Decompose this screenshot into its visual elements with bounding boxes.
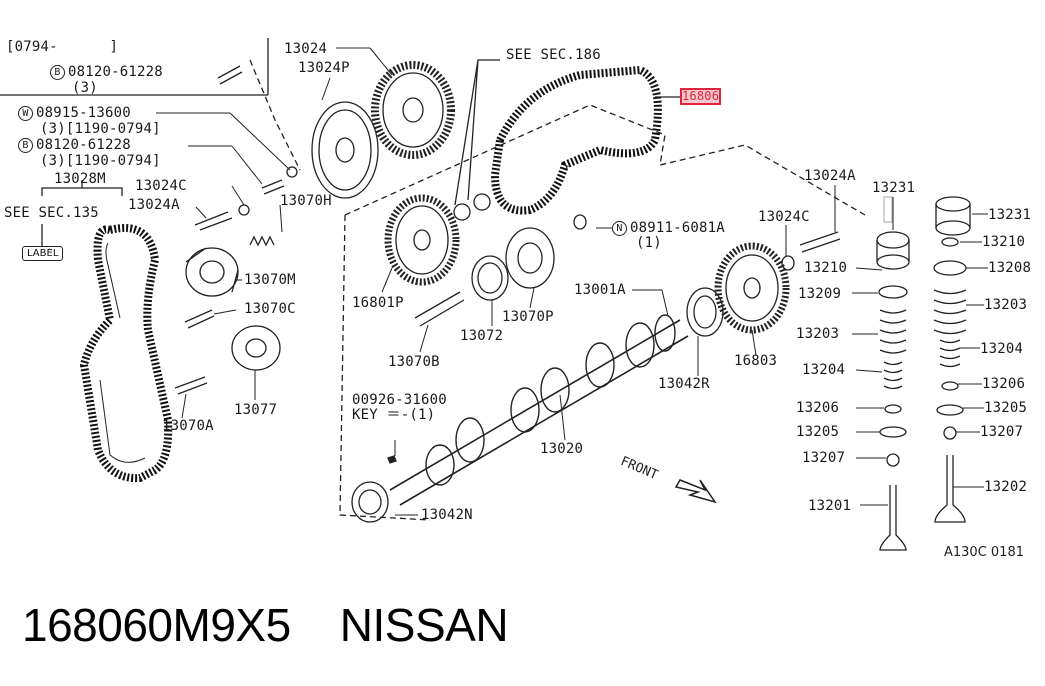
bolt-qty: (3): [72, 80, 98, 96]
part-13205-b[interactable]: 13205: [984, 400, 1028, 416]
see-sec-186[interactable]: SEE SEC.186: [506, 47, 601, 63]
part-13203-b[interactable]: 13203: [984, 297, 1028, 313]
part-13206-b[interactable]: 13206: [982, 376, 1026, 392]
part-13203-a[interactable]: 13203: [796, 326, 840, 342]
part-13070P[interactable]: 13070P: [502, 309, 554, 325]
part-13024C-right[interactable]: 13024C: [758, 209, 810, 225]
part-13024[interactable]: 13024: [284, 41, 328, 57]
part-13077[interactable]: 13077: [234, 402, 278, 418]
part-13210-a[interactable]: 13210: [804, 260, 848, 276]
part-13202[interactable]: 13202: [984, 479, 1028, 495]
part-13028M[interactable]: 13028M: [54, 171, 106, 187]
part-13204-b[interactable]: 13204: [980, 341, 1024, 357]
b-circle-icon: B: [18, 138, 33, 153]
bolt-note-2-sub: (3)[1190-0794]: [40, 153, 161, 169]
part-13024C-left[interactable]: 13024C: [135, 178, 187, 194]
diagram-code: A130C 0181: [944, 545, 1024, 560]
part-13072[interactable]: 13072: [460, 328, 504, 344]
key-code: 00926-31600: [352, 392, 447, 408]
part-13231-a[interactable]: 13231: [872, 180, 916, 196]
part-13024P[interactable]: 13024P: [298, 60, 350, 76]
part-13070A[interactable]: 13070A: [162, 418, 214, 434]
part-16801P[interactable]: 16801P: [352, 295, 404, 311]
part-16803[interactable]: 16803: [734, 353, 778, 369]
part-13210-b[interactable]: 13210: [982, 234, 1026, 250]
part-number-caption: 168060M9X5 NISSAN: [22, 599, 509, 651]
part-13070H[interactable]: 13070H: [280, 193, 332, 209]
label-box: LABEL: [22, 246, 64, 261]
part-13042R[interactable]: 13042R: [658, 376, 710, 392]
part-13204-a[interactable]: 13204: [802, 362, 846, 378]
part-13042N[interactable]: 13042N: [421, 507, 473, 523]
range-note: [0794- ]: [6, 39, 119, 55]
part-13231-b[interactable]: 13231: [988, 207, 1032, 223]
part-13070M[interactable]: 13070M: [244, 272, 296, 288]
part-13070C[interactable]: 13070C: [244, 301, 296, 317]
part-13208[interactable]: 13208: [988, 260, 1032, 276]
see-sec-135[interactable]: SEE SEC.135: [4, 205, 99, 221]
part-13209[interactable]: 13209: [798, 286, 842, 302]
part-13001A[interactable]: 13001A: [574, 282, 626, 298]
part-13070B[interactable]: 13070B: [388, 354, 440, 370]
part-13020[interactable]: 13020: [540, 441, 584, 457]
part-13207-a[interactable]: 13207: [802, 450, 846, 466]
part-13201[interactable]: 13201: [808, 498, 852, 514]
part-13205-a[interactable]: 13205: [796, 424, 840, 440]
part-13024A-left[interactable]: 13024A: [128, 197, 180, 213]
n-circle-icon: N: [612, 221, 627, 236]
part-13024A-right[interactable]: 13024A: [804, 168, 856, 184]
b-circle-icon: B: [50, 65, 65, 80]
w-circle-icon: W: [18, 106, 33, 121]
washer-note-sub: (3)[1190-0794]: [40, 121, 161, 137]
part-16806[interactable]: 16806: [679, 88, 722, 105]
part-13206-a[interactable]: 13206: [796, 400, 840, 416]
nut-qty: (1): [636, 235, 662, 251]
key-desc: KEY ＝-(1): [352, 407, 436, 423]
part-13207-b[interactable]: 13207: [980, 424, 1024, 440]
